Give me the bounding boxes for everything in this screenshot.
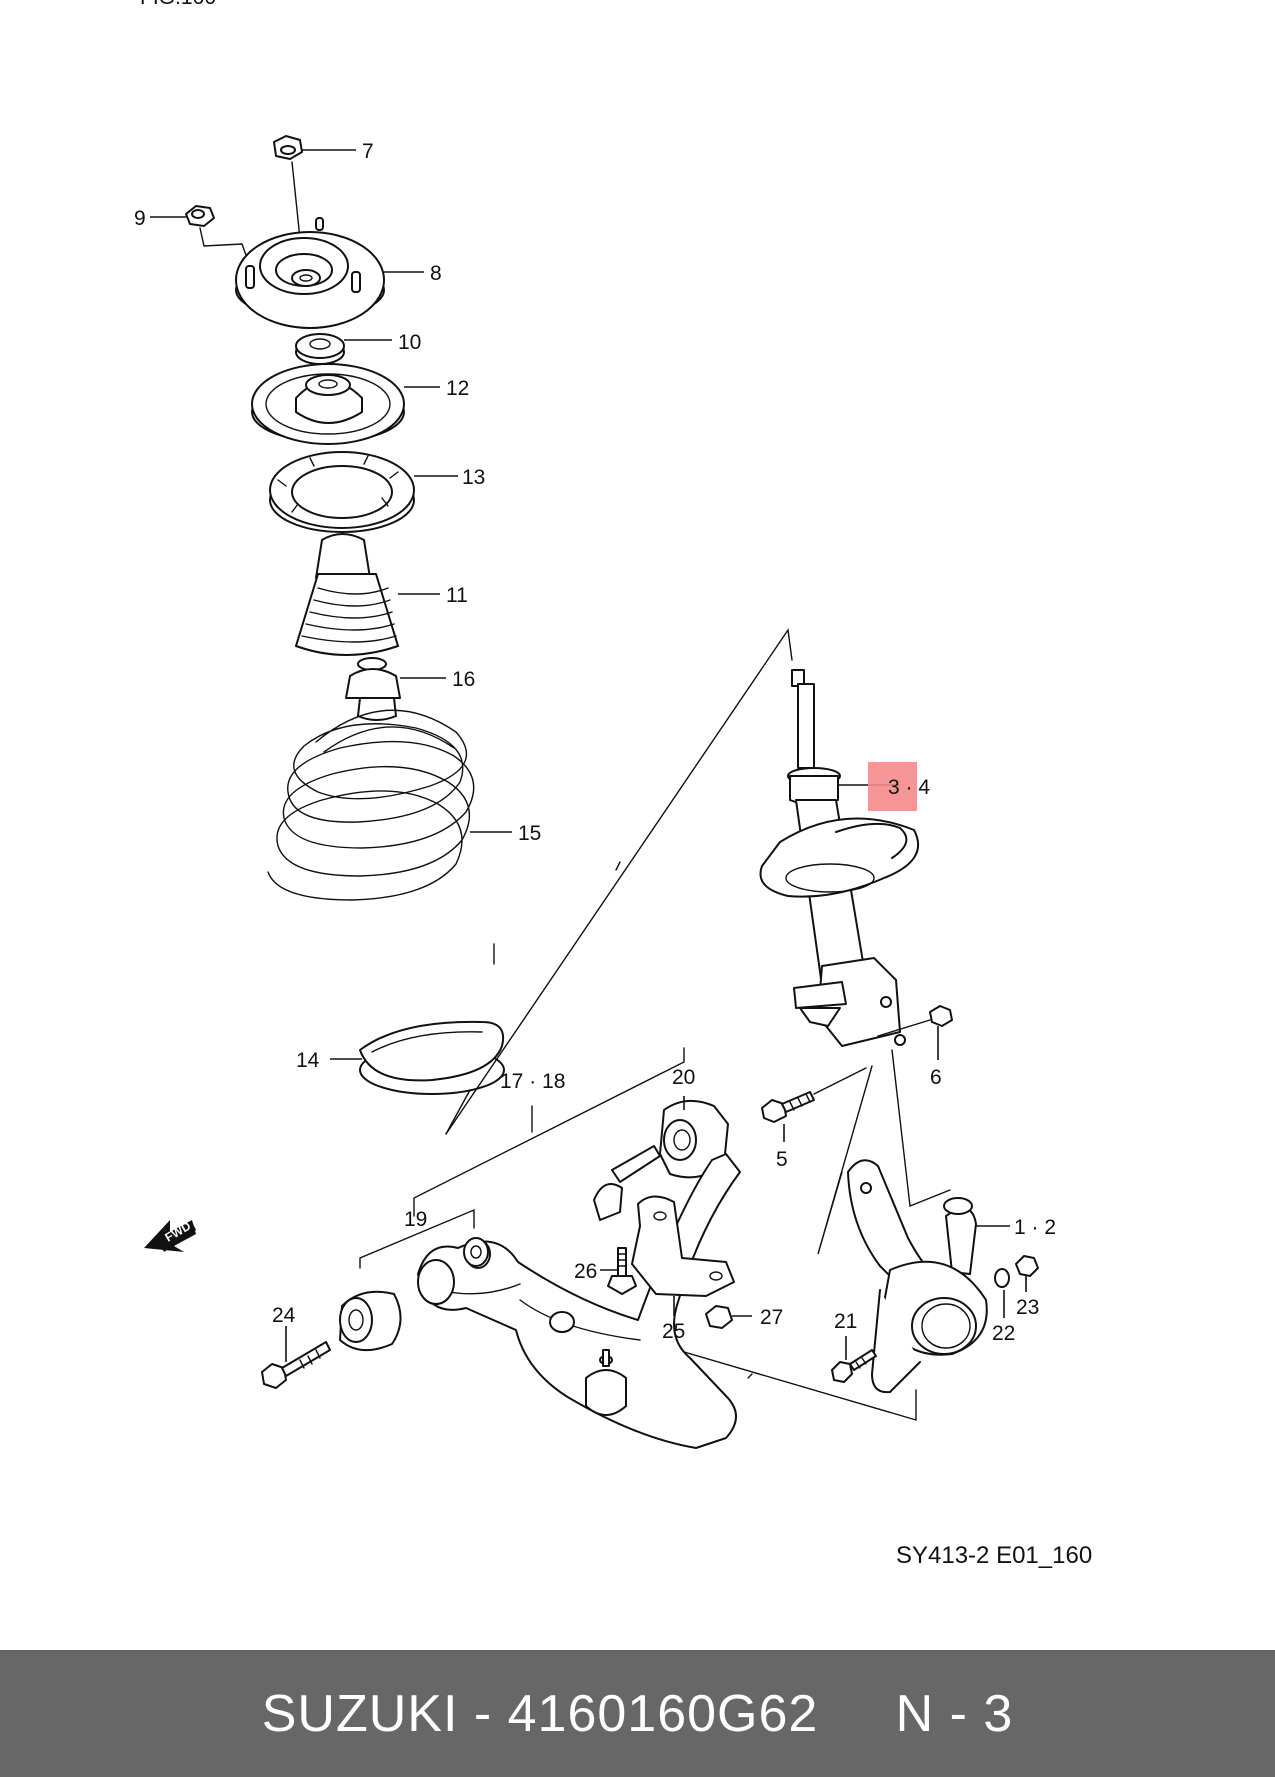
highlight-callout-3	[868, 762, 917, 811]
part-13-insulator	[269, 451, 458, 533]
callout-23: 23	[1016, 1296, 1039, 1319]
callout-22: 22	[992, 1322, 1015, 1345]
callout-6: 6	[930, 1066, 942, 1089]
callout-26: 26	[574, 1260, 597, 1283]
part-26-bolt	[600, 1247, 637, 1295]
part-19-bushing	[463, 1237, 489, 1267]
callout-8: 8	[430, 262, 442, 285]
part-3-4-strut	[759, 669, 920, 1047]
callout-16: 16	[452, 668, 475, 691]
diagram-reference-code: SY413-2 E01_160	[896, 1542, 1093, 1569]
callout-11: 11	[446, 584, 468, 607]
part-12-upper-seat	[251, 363, 440, 445]
callout-25: 25	[662, 1320, 685, 1343]
part-25-bracket	[631, 1195, 735, 1316]
footer-part-label: SUZUKI - 4160160G62 N - 3	[261, 1684, 1014, 1743]
callout-10: 10	[398, 331, 421, 354]
callout-5: 5	[776, 1148, 788, 1171]
part-8-strut-mount	[235, 217, 424, 329]
part-9-nut	[150, 205, 253, 273]
callout-13: 13	[462, 466, 485, 489]
figure-title-fragment: FIG.166	[140, 0, 216, 9]
callout-3-4: 3 · 4	[888, 776, 930, 799]
callout-1-2: 1 · 2	[1014, 1216, 1056, 1239]
part-11-dust-boot	[295, 533, 440, 656]
part-15-coil-spring	[267, 709, 512, 965]
callout-27: 27	[760, 1306, 783, 1329]
part-23-nut	[1015, 1255, 1039, 1292]
callout-7: 7	[362, 140, 374, 163]
callout-14: 14	[296, 1049, 320, 1072]
callout-12: 12	[446, 377, 469, 400]
callout-15: 15	[518, 822, 541, 845]
footer-bar: SUZUKI - 4160160G62 N - 3	[0, 1650, 1275, 1777]
part-21-bolt	[831, 1336, 877, 1383]
part-7-nut	[273, 135, 356, 259]
part-16-bump-stop	[345, 657, 446, 721]
callout-19: 19	[404, 1208, 427, 1231]
part-20-bushing	[659, 1096, 729, 1179]
part-lower-control-arm	[417, 1145, 741, 1449]
part-6-nut	[877, 1005, 953, 1060]
part-27-nut	[705, 1305, 752, 1329]
part-10-bearing	[295, 333, 392, 365]
parts-diagram: FIG.166 7 9 8 10	[134, 0, 1056, 1449]
callout-20: 20	[672, 1066, 695, 1089]
part-14-lower-insulator	[330, 1020, 505, 1095]
part-24-bolt	[261, 1290, 402, 1389]
part-1-2-knuckle	[817, 1049, 1010, 1394]
callout-9: 9	[134, 207, 146, 230]
callout-21: 21	[834, 1310, 857, 1333]
part-22-washer	[994, 1268, 1010, 1318]
fwd-arrow-icon: FWD	[144, 1219, 196, 1252]
part-5-bolt	[761, 1067, 867, 1142]
callout-24: 24	[272, 1304, 296, 1327]
callout-17-18: 17 · 18	[500, 1070, 565, 1093]
